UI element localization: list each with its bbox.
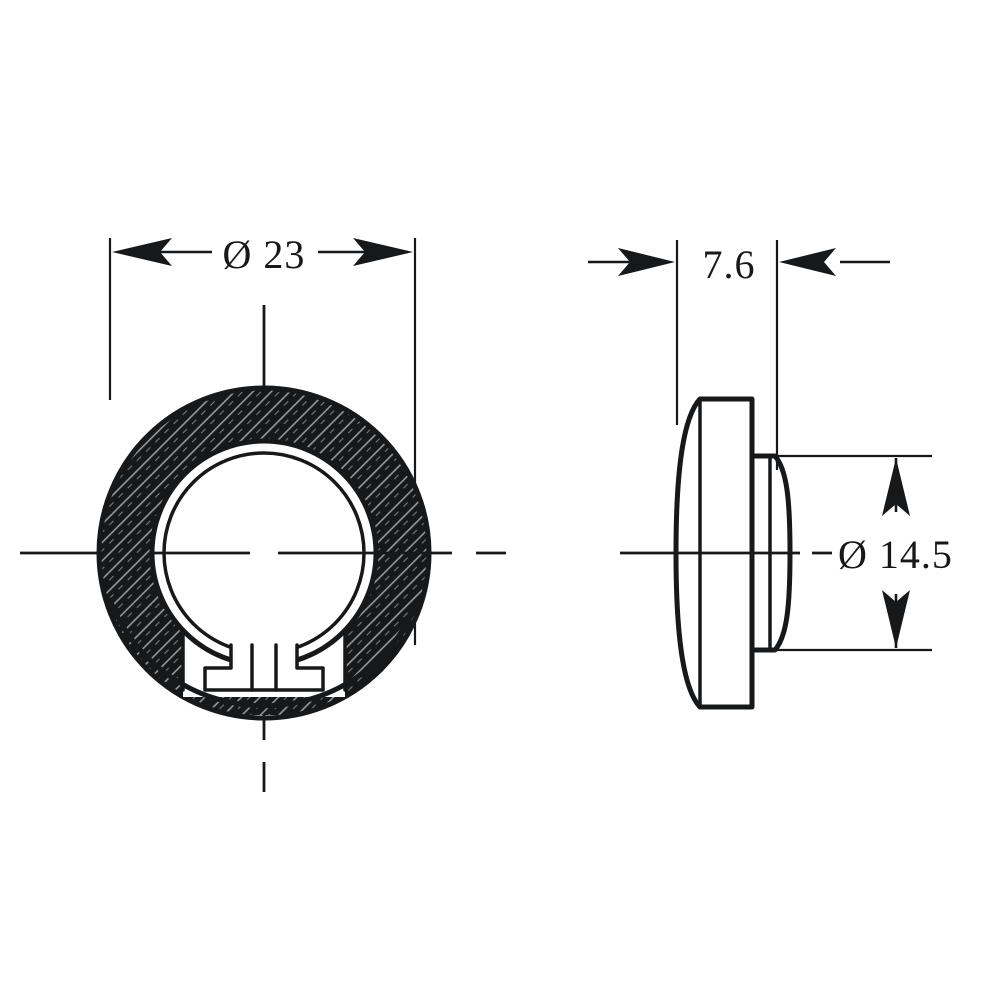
side-dim-arrow-left — [618, 248, 675, 276]
side-flange-profile — [673, 396, 755, 710]
front-dim-arrow-left — [112, 238, 172, 266]
side-vertical-dim-arrow-bottom — [882, 590, 910, 648]
side-vertical-dim-arrow-top — [882, 458, 910, 516]
thickness-label: 7.6 — [703, 242, 756, 287]
front-outer-circle-bottom-arc — [107, 597, 421, 709]
front-keyway-profile — [203, 643, 325, 692]
boss-diameter-label: Ø 14.5 — [838, 532, 953, 577]
front-keyway-fill — [231, 645, 297, 690]
outer-diameter-label: Ø 23 — [223, 232, 306, 277]
side-dim-arrow-right — [779, 248, 836, 276]
front-dim-arrow-right — [353, 238, 413, 266]
front-view: Ø 23 — [20, 232, 506, 792]
front-bore-fill — [152, 441, 376, 665]
side-view: 7.6 Ø 14.5 — [588, 240, 953, 710]
